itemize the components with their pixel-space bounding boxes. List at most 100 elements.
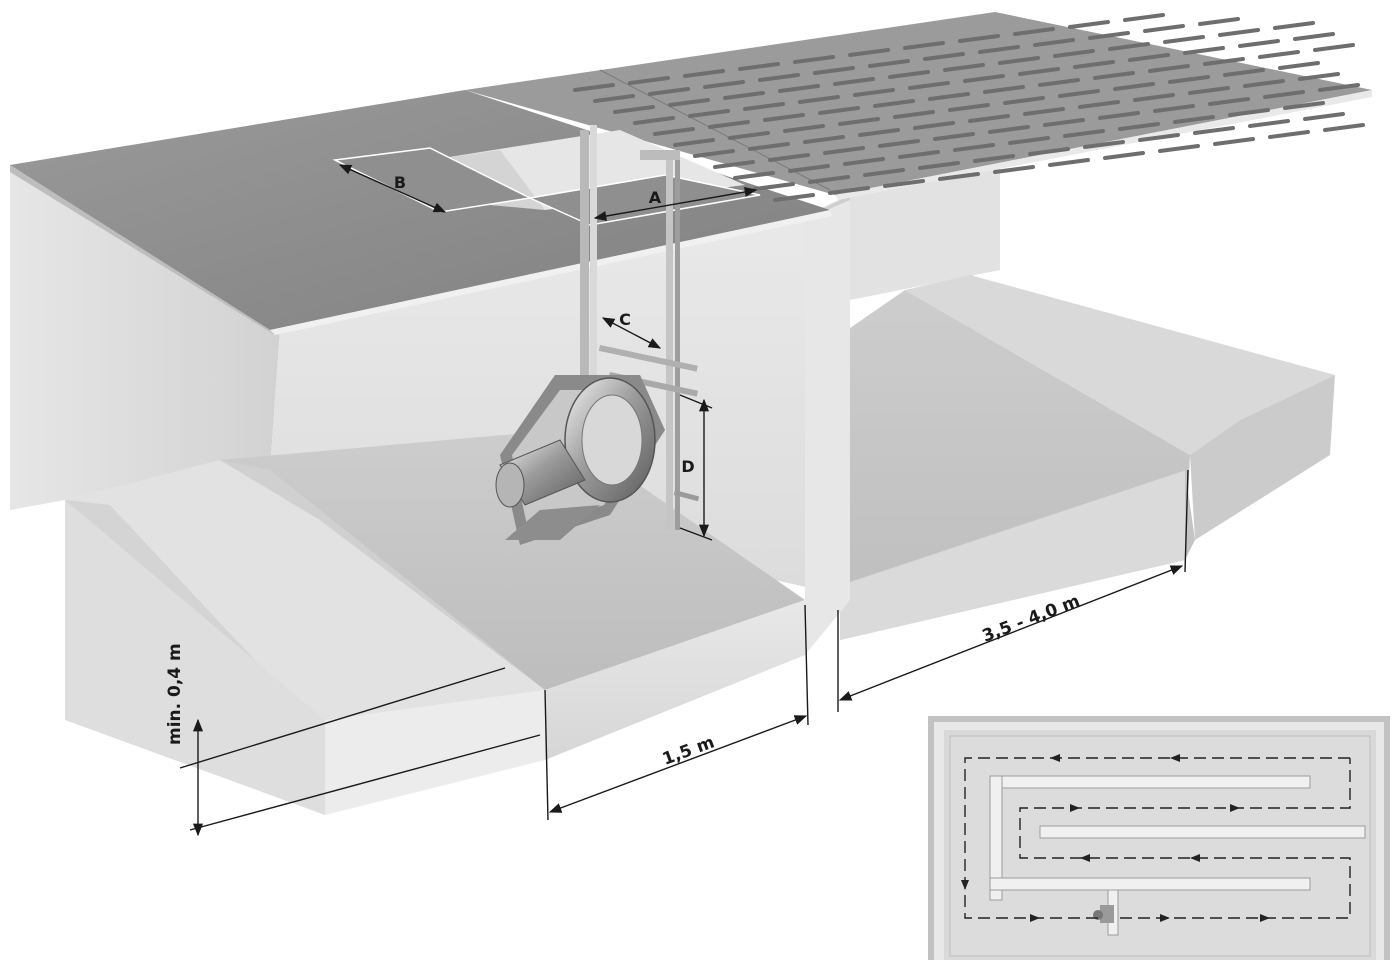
grating-slot	[693, 149, 735, 158]
grating-slot	[1128, 53, 1170, 62]
grating-slot	[1148, 64, 1190, 73]
grating-slot	[988, 125, 1030, 134]
grating-slot	[593, 94, 635, 103]
grating-slot	[838, 117, 880, 126]
grating-slot	[803, 135, 845, 144]
grating-slot	[1068, 20, 1110, 29]
grating-slot	[1033, 38, 1075, 47]
grating-slot	[908, 81, 950, 90]
grating-slot	[938, 172, 980, 181]
grating-slot	[963, 74, 1005, 83]
grating-slot	[1043, 118, 1085, 127]
grating-slot	[1263, 90, 1305, 99]
grating-slot	[1243, 79, 1285, 88]
grating-slot	[668, 98, 710, 107]
grating-slot	[903, 41, 945, 50]
grating-slot	[758, 73, 800, 82]
grating-slot	[793, 55, 835, 64]
grating-slot	[1193, 126, 1235, 135]
grating-slot	[1083, 140, 1125, 149]
grating-slot	[613, 105, 655, 114]
grating-slot	[808, 175, 850, 184]
grating-slot	[1048, 158, 1090, 167]
grating-slot	[968, 114, 1010, 123]
grating-slot	[1013, 27, 1055, 36]
grating-slot	[878, 139, 920, 148]
grating-slot	[653, 127, 695, 136]
grating-slot	[1173, 115, 1215, 124]
grating-slot	[648, 87, 690, 96]
grating-slot	[1058, 89, 1100, 98]
grating-slot	[763, 113, 805, 122]
grating-slot	[1188, 86, 1230, 95]
grating-slot	[1103, 151, 1145, 160]
grating-slot	[983, 85, 1025, 94]
grating-slot	[868, 59, 910, 68]
grating-slot	[743, 102, 785, 111]
grating-slot	[918, 161, 960, 170]
grating-slot	[1323, 123, 1365, 132]
grating-slot	[1303, 112, 1345, 121]
grating-slot	[948, 103, 990, 112]
grating-slot	[1238, 39, 1280, 48]
grating-slot	[1023, 107, 1065, 116]
grating-slot	[1228, 108, 1270, 117]
grating-slot	[788, 164, 830, 173]
grating-slot	[1223, 68, 1265, 77]
label-d: D	[681, 457, 694, 476]
grating-slot	[1038, 78, 1080, 87]
grating-slot	[1118, 122, 1160, 131]
grating-slot	[1168, 75, 1210, 84]
grating-slot	[633, 116, 675, 125]
grating-slot	[1268, 130, 1310, 139]
grating-slot	[1153, 104, 1195, 113]
dimension-c: C	[601, 310, 662, 349]
right-channel-section	[839, 160, 1335, 640]
grating-slot	[1183, 46, 1225, 55]
grating-slot	[748, 142, 790, 151]
grating-slot	[998, 56, 1040, 65]
grating-slot	[958, 34, 1000, 43]
grating-slot	[1073, 60, 1115, 69]
grating-slot	[773, 193, 815, 202]
grating-slot	[1293, 32, 1335, 41]
grating-slot	[853, 88, 895, 97]
grating-slot	[1028, 147, 1070, 156]
grating-slot	[1283, 101, 1325, 110]
grating-slot	[1273, 21, 1315, 30]
grating-slot	[1163, 35, 1205, 44]
grating-slot	[708, 120, 750, 129]
grating-slot	[738, 62, 780, 71]
depth-min-label: min. 0,4 m	[165, 643, 185, 745]
grating-slot	[688, 109, 730, 118]
grating-slot	[863, 168, 905, 177]
grating-slot	[1213, 137, 1255, 146]
grating-slot	[818, 106, 860, 115]
grating-slot	[723, 91, 765, 100]
grating-slot	[1108, 42, 1150, 51]
grating-slot	[1298, 72, 1340, 81]
grating-slot	[973, 154, 1015, 163]
grating-slot	[753, 182, 795, 191]
grating-slot	[1053, 49, 1095, 58]
grating-slot	[1063, 129, 1105, 138]
grating-slot	[848, 48, 890, 57]
grating-slot	[1098, 111, 1140, 120]
grating-slot	[573, 83, 615, 92]
grating-slot	[1198, 17, 1240, 26]
grating-slot	[768, 153, 810, 162]
dimension-d: D	[679, 394, 713, 541]
grating-slot	[833, 77, 875, 86]
dimension-b: B	[338, 164, 447, 213]
grating-slot	[673, 138, 715, 147]
grating-slot	[943, 63, 985, 72]
grating-slot	[823, 146, 865, 155]
grating-slot	[913, 121, 955, 130]
grating-slot	[893, 110, 935, 119]
grating-slot	[1203, 57, 1245, 66]
label-b: B	[394, 173, 406, 192]
grating-slot	[828, 186, 870, 195]
grating-slots	[573, 13, 1365, 202]
width-label: 1,5 m	[660, 733, 717, 770]
